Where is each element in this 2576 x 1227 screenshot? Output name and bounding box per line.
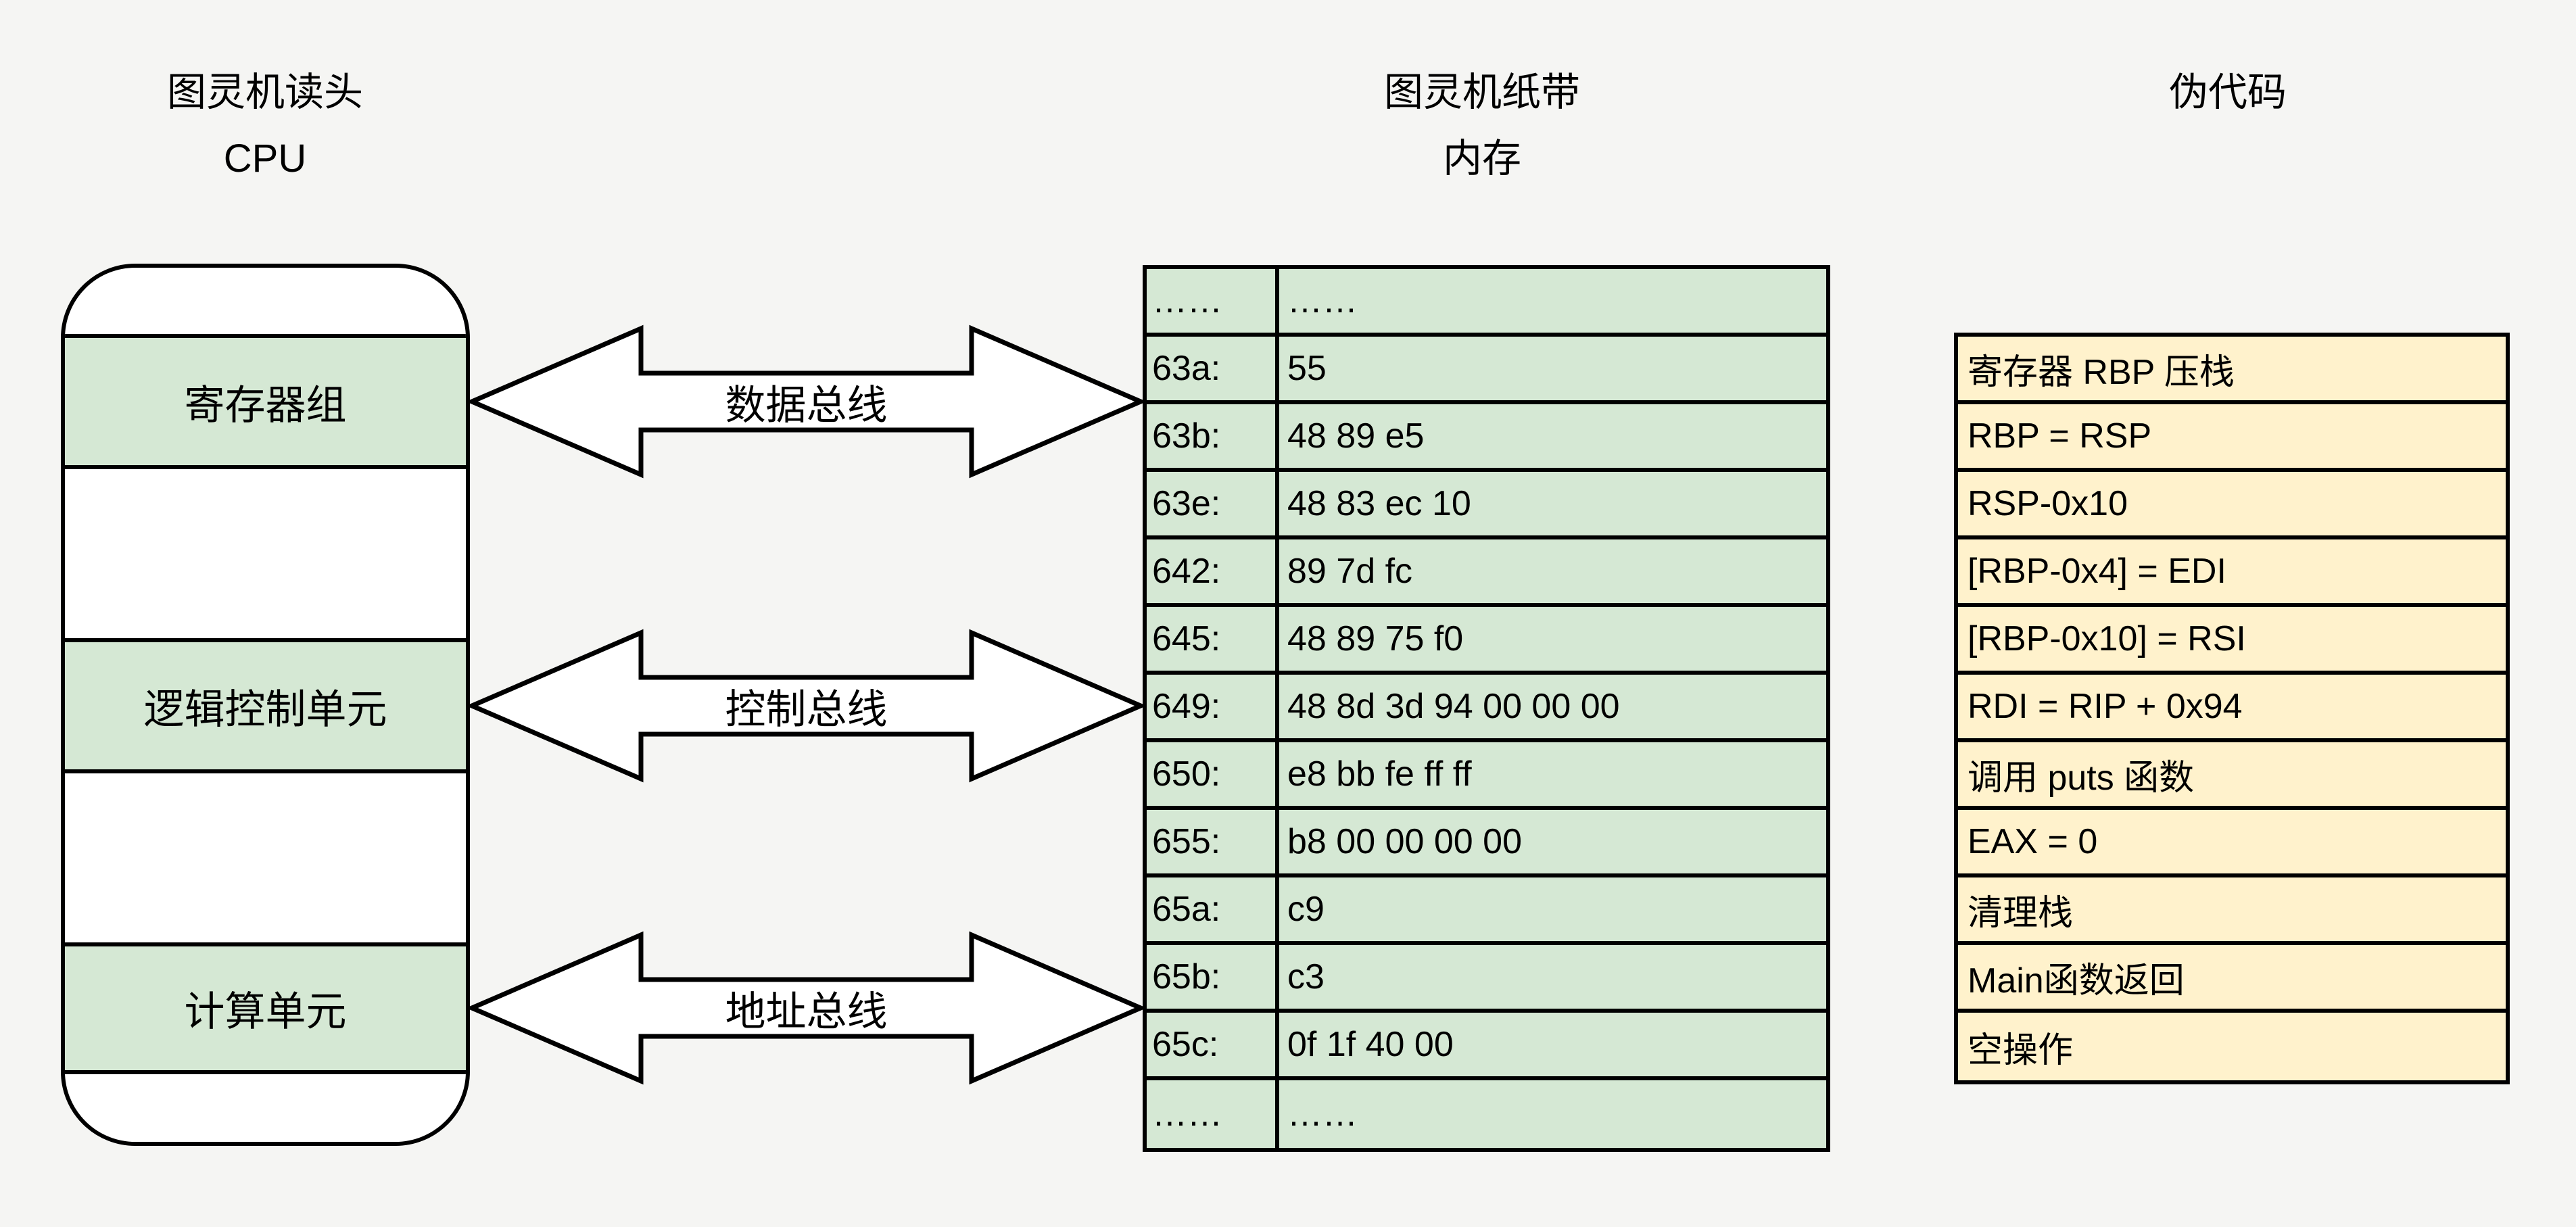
- memory-table-row: 65b: c3: [1147, 945, 1826, 1013]
- memory-address-cell: 645:: [1147, 607, 1279, 671]
- memory-table-row: 642: 89 7d fc: [1147, 539, 1826, 607]
- memory-table-row: 649: 48 8d 3d 94 00 00 00: [1147, 675, 1826, 742]
- data-bus-arrow: 数据总线: [468, 314, 1145, 489]
- memory-table-row: 655: b8 00 00 00 00: [1147, 810, 1826, 877]
- cpu-box-spacer: [65, 773, 466, 942]
- memory-value-cell: c9: [1287, 890, 1325, 929]
- memory-address-cell: 642:: [1147, 539, 1279, 603]
- double-arrow-icon: [468, 324, 1145, 479]
- memory-title-line2: 内存: [1442, 137, 1521, 181]
- cpu-section-registers: 寄存器组: [65, 334, 466, 469]
- pseudocode-row: Main函数返回: [1958, 945, 2506, 1013]
- memory-address-cell: ……: [1147, 1080, 1279, 1148]
- pseudocode-row: RSP-0x10: [1958, 472, 2506, 539]
- memory-table-row: …… ……: [1147, 269, 1826, 337]
- cpu-section-registers-label: 寄存器组: [184, 382, 347, 428]
- memory-value-cell: e8 bb fe ff ff: [1287, 754, 1472, 794]
- memory-table-row: 63e: 48 83 ec 10: [1147, 472, 1826, 539]
- pseudocode-row: [RBP-0x4] = EDI: [1958, 539, 2506, 607]
- memory-address-cell: ……: [1147, 269, 1279, 333]
- address-bus-label: 地址总线: [725, 988, 888, 1034]
- memory-table-row: 65c: 0f 1f 40 00: [1147, 1013, 1826, 1080]
- memory-value-cell: 48 8d 3d 94 00 00 00: [1287, 687, 1620, 726]
- pseudocode-table: 寄存器 RBP 压栈 RBP = RSP RSP-0x10 [RBP-0x4] …: [1954, 333, 2510, 1084]
- memory-table-row: 63b: 48 89 e5: [1147, 404, 1826, 472]
- cpu-section-compute-label: 计算单元: [184, 989, 347, 1034]
- memory-value-cell: b8 00 00 00 00: [1287, 822, 1522, 861]
- memory-value-cell: 48 83 ec 10: [1287, 484, 1471, 523]
- pseudocode-row: RBP = RSP: [1958, 404, 2506, 472]
- cpu-section-logic-control: 逻辑控制单元: [65, 638, 466, 773]
- memory-address-cell: 655:: [1147, 810, 1279, 873]
- cpu-section-logic-control-label: 逻辑控制单元: [143, 686, 387, 732]
- pseudocode-row: 空操作: [1967, 1030, 2074, 1070]
- double-arrow-icon: [468, 629, 1145, 783]
- pseudocode-title-line1: 伪代码: [2168, 70, 2287, 114]
- memory-value-cell: 55: [1287, 349, 1327, 388]
- memory-address-cell: 65c:: [1147, 1013, 1279, 1076]
- pseudocode-row: 寄存器 RBP 压栈: [1958, 337, 2506, 404]
- cpu-title: 图灵机读头 CPU: [62, 59, 468, 192]
- memory-title: 图灵机纸带 内存: [1279, 59, 1685, 192]
- control-bus-label: 控制总线: [725, 686, 888, 732]
- memory-address-cell: 63a:: [1147, 337, 1279, 400]
- memory-table-row: 63a: 55: [1147, 337, 1826, 404]
- cpu-box: 寄存器组 逻辑控制单元 计算单元: [61, 264, 470, 1146]
- pseudocode-row: 清理栈: [1958, 877, 2506, 945]
- pseudocode-row: EAX = 0: [1958, 810, 2506, 877]
- memory-value-cell: ……: [1287, 281, 1358, 320]
- memory-table: …… …… 63a: 55 63b: 48 89 e5 63e: 48 83 e…: [1143, 265, 1830, 1152]
- data-bus-label: 数据总线: [725, 382, 888, 428]
- memory-value-cell: ……: [1287, 1094, 1358, 1134]
- memory-value-cell: 48 89 75 f0: [1287, 619, 1464, 658]
- pseudocode-title: 伪代码: [2025, 59, 2431, 126]
- memory-table-row: 65a: c9: [1147, 877, 1826, 945]
- control-bus-arrow: 控制总线: [468, 618, 1145, 794]
- pseudocode-row: 调用 puts 函数: [1958, 742, 2506, 810]
- memory-value-cell: 0f 1f 40 00: [1287, 1025, 1454, 1064]
- memory-table-row: 645: 48 89 75 f0: [1147, 607, 1826, 675]
- memory-table-row: …… ……: [1147, 1080, 1826, 1148]
- memory-table-row: 650: e8 bb fe ff ff: [1147, 742, 1826, 810]
- cpu-title-line1: 图灵机读头: [166, 70, 363, 114]
- double-arrow-icon: [468, 931, 1145, 1085]
- memory-address-cell: 650:: [1147, 742, 1279, 806]
- address-bus-arrow: 地址总线: [468, 920, 1145, 1096]
- cpu-section-compute: 计算单元: [65, 942, 466, 1074]
- memory-address-cell: 65b:: [1147, 945, 1279, 1009]
- pseudocode-row: [RBP-0x10] = RSI: [1958, 607, 2506, 675]
- memory-value-cell: 48 89 e5: [1287, 416, 1425, 456]
- cpu-box-top-cap: [65, 268, 466, 334]
- memory-address-cell: 63b:: [1147, 404, 1279, 468]
- memory-value-cell: c3: [1287, 957, 1325, 996]
- memory-title-line1: 图灵机纸带: [1383, 70, 1580, 114]
- memory-address-cell: 649:: [1147, 675, 1279, 738]
- cpu-box-spacer: [65, 469, 466, 638]
- memory-address-cell: 65a:: [1147, 877, 1279, 941]
- pseudocode-row: RDI = RIP + 0x94: [1958, 675, 2506, 742]
- memory-address-cell: 63e:: [1147, 472, 1279, 535]
- memory-value-cell: 89 7d fc: [1287, 552, 1413, 591]
- cpu-title-line2: CPU: [223, 137, 307, 181]
